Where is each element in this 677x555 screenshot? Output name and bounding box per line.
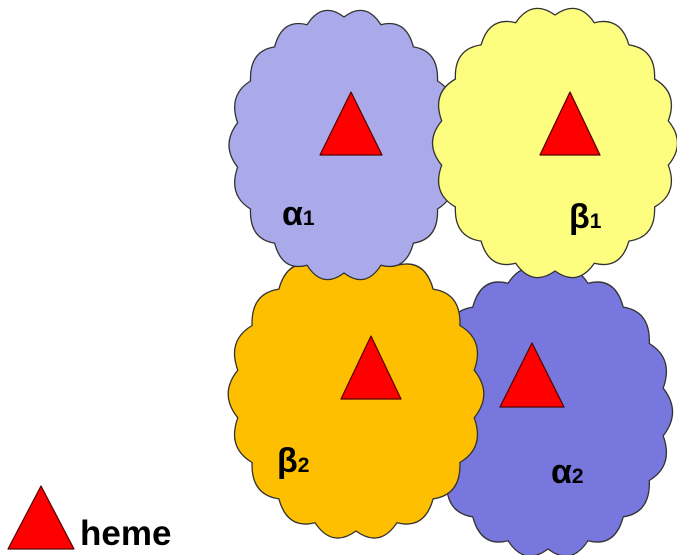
heme-icon (319, 91, 383, 156)
beta1-label: β1 (569, 198, 602, 236)
legend-label: heme (80, 514, 171, 553)
heme-icon (340, 335, 402, 400)
beta2-label: β2 (277, 442, 309, 480)
subunit-beta2: β2 (227, 249, 485, 539)
heme-legend-icon (7, 485, 75, 550)
heme-icon (499, 342, 565, 408)
heme-icon (539, 91, 601, 156)
subunit-alpha1: α1 (228, 9, 460, 281)
legend: heme (7, 485, 171, 553)
alpha2-label: α2 (551, 453, 584, 491)
subunit-beta1: β1 (431, 7, 677, 279)
subunit-alpha2: α2 (422, 267, 674, 555)
alpha1-label: α1 (282, 195, 315, 233)
